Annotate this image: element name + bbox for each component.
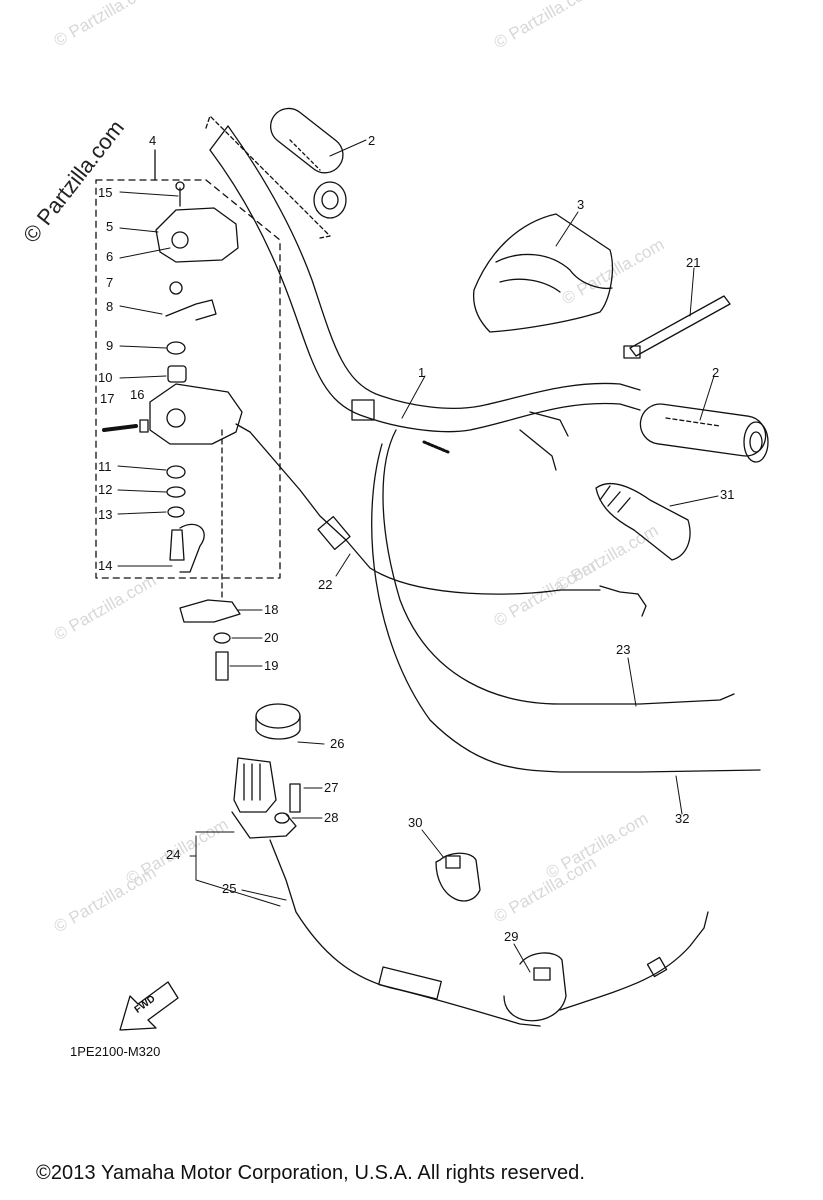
callout-10: 10 xyxy=(98,370,113,385)
leader-lines xyxy=(117,139,719,973)
callout-6: 6 xyxy=(106,249,114,264)
seal-11 xyxy=(166,465,186,479)
cable-25 xyxy=(269,839,709,1027)
callout-11: 11 xyxy=(98,459,112,474)
callout-29: 29 xyxy=(504,929,519,944)
callout-20: 20 xyxy=(264,630,279,645)
callout-5: 5 xyxy=(106,219,114,234)
callout-4: 4 xyxy=(149,133,157,148)
callout-18: 18 xyxy=(264,602,279,617)
callout-26: 26 xyxy=(330,736,345,751)
clip-30 xyxy=(435,852,481,902)
callout-30: 30 xyxy=(408,815,423,830)
callout-22: 22 xyxy=(318,577,333,592)
clip-29 xyxy=(503,952,567,1022)
washer-20 xyxy=(213,632,231,644)
cable-32 xyxy=(371,443,761,773)
callout-7: 7 xyxy=(106,275,114,290)
handlebar xyxy=(205,115,641,454)
washer-13 xyxy=(167,506,185,518)
callout-24: 24 xyxy=(166,847,181,862)
callout-2-left-grip: 2 xyxy=(368,133,376,148)
callout-1: 1 xyxy=(418,365,426,380)
callout-28: 28 xyxy=(324,810,339,825)
diagram-code: 1PE2100-M320 xyxy=(70,1044,161,1059)
grip-left xyxy=(270,107,347,219)
callout-32: 32 xyxy=(675,811,690,826)
collar-10 xyxy=(167,365,187,383)
callout-13: 13 xyxy=(98,507,113,522)
bolt-19 xyxy=(215,651,229,681)
callout-8: 8 xyxy=(106,299,114,314)
cable-23 xyxy=(382,429,735,705)
washer-16 xyxy=(139,419,149,433)
throttle-lever-14 xyxy=(169,523,205,573)
cable-22 xyxy=(249,431,647,617)
callout-27: 27 xyxy=(324,780,339,795)
callout-31: 31 xyxy=(720,487,735,502)
callout-14: 14 xyxy=(98,558,113,573)
callout-19: 19 xyxy=(264,658,279,673)
washer-12 xyxy=(166,486,186,498)
throttle-housing-cover xyxy=(155,181,239,263)
screw-27 xyxy=(289,783,301,813)
choke-lever-24 xyxy=(231,757,297,839)
copyright-footer: ©2013 Yamaha Motor Corporation, U.S.A. A… xyxy=(36,1162,586,1184)
cable-tie xyxy=(623,295,731,359)
callout-16: 16 xyxy=(130,387,145,402)
handlebar-cover xyxy=(472,213,613,333)
clamp-18 xyxy=(179,599,241,623)
choke-knob-26 xyxy=(255,703,301,740)
callout-2-right-grip: 2 xyxy=(712,365,720,380)
cable-end-b xyxy=(519,429,557,471)
throttle-group-box xyxy=(95,179,281,579)
bracket-8 xyxy=(165,299,217,321)
grip-right xyxy=(639,403,769,463)
callout-3: 3 xyxy=(577,197,585,212)
spring-9 xyxy=(166,341,186,355)
boot xyxy=(595,483,691,561)
fwd-arrow xyxy=(119,981,179,1031)
callout-23: 23 xyxy=(616,642,631,657)
callout-12: 12 xyxy=(98,482,113,497)
callout-9: 9 xyxy=(106,338,114,353)
cable-end-a xyxy=(529,411,569,437)
callout-15: 15 xyxy=(98,185,113,200)
washer-28 xyxy=(274,812,290,824)
screw-17 xyxy=(102,424,138,432)
callout-17: 17 xyxy=(100,391,115,406)
throttle-housing-lower xyxy=(149,383,251,445)
callout-21: 21 xyxy=(686,255,701,270)
callout-25: 25 xyxy=(222,881,237,896)
nut-7 xyxy=(169,281,183,295)
